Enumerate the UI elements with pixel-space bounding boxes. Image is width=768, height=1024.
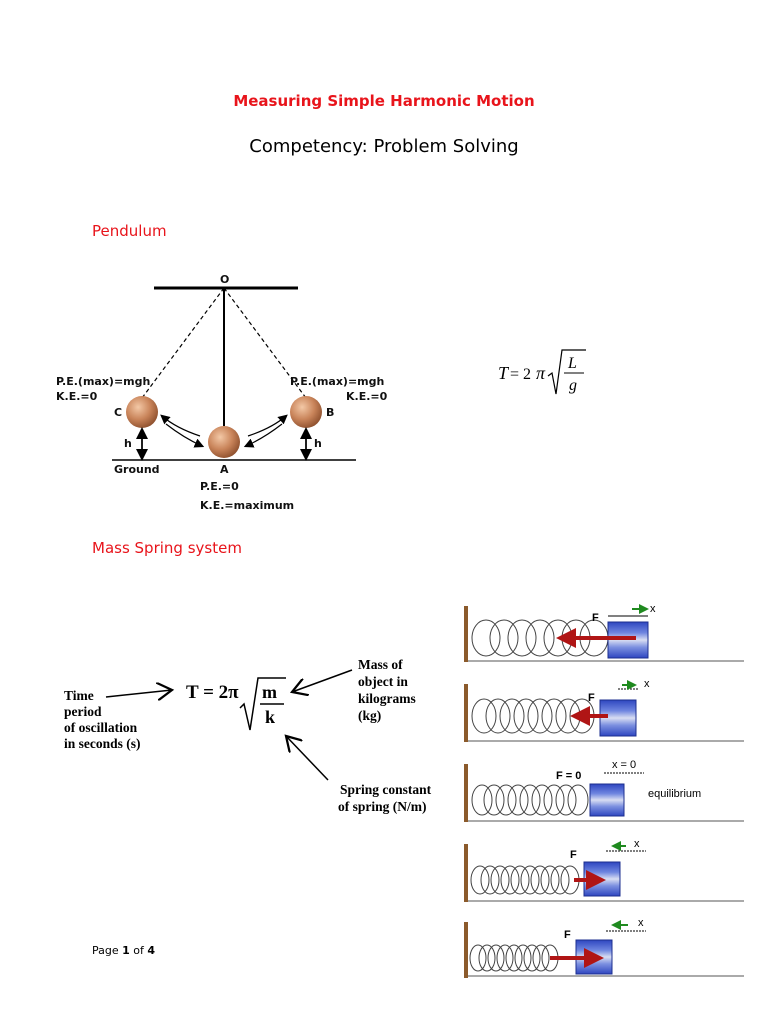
- force-label: F: [588, 692, 595, 704]
- time-pointer-arrow: [105, 690, 172, 697]
- formula-lhs: T = 2π: [186, 682, 239, 703]
- swing-arrow: [247, 414, 288, 437]
- spring-coils: [471, 698, 595, 734]
- force-label: F: [570, 849, 577, 861]
- wall: [464, 684, 468, 742]
- spring-panels: F x F x F = 0 x =: [464, 603, 744, 978]
- label-spring-line: Spring constant: [340, 782, 432, 797]
- wall: [464, 844, 468, 902]
- left-energy-ke: K.E.=0: [56, 390, 98, 403]
- label-time-line: Time: [64, 688, 94, 703]
- bottom-energy-ke: K.E.=maximum: [200, 499, 294, 512]
- pivot-label: O: [220, 273, 229, 286]
- swing-arrow: [243, 423, 283, 448]
- pendulum-period-formula: T = 2 π L g: [498, 349, 586, 395]
- footer-middle: of: [129, 944, 148, 957]
- spring-panel-stretched-partial: F x: [464, 678, 744, 742]
- mass-pointer-arrow: [292, 669, 353, 692]
- spring-panel-compressed-max: F x: [464, 917, 744, 978]
- label-a: A: [220, 463, 229, 476]
- label-b: B: [326, 406, 334, 419]
- mass-block: [589, 783, 625, 817]
- bob-a: [208, 426, 240, 458]
- label-time-line: period: [64, 704, 102, 719]
- page-footer: Page 1 of 4: [92, 944, 155, 957]
- right-energy-pe: P.E.(max)=mgh: [290, 375, 384, 388]
- displacement-label: x: [650, 603, 656, 615]
- label-c: C: [114, 406, 122, 419]
- displacement-label: x = 0: [612, 759, 636, 771]
- wall: [464, 764, 468, 822]
- formula-numerator: L: [567, 355, 577, 372]
- height-label-right: h: [314, 437, 322, 450]
- height-label-left: h: [124, 437, 132, 450]
- label-mass-line: Mass of: [358, 657, 403, 672]
- right-energy-ke: K.E.=0: [346, 390, 388, 403]
- spring-panel-equilibrium: F = 0 x = 0 equilibrium: [464, 759, 744, 822]
- label-time-line: in seconds (s): [64, 736, 141, 751]
- section-heading-mass-spring: Mass Spring system: [92, 539, 242, 557]
- label-spring-line: of spring (N/m): [338, 799, 427, 814]
- formula-numerator: m: [262, 682, 277, 702]
- swing-arrow: [160, 414, 201, 437]
- bottom-energy-pe: P.E.=0: [200, 480, 239, 493]
- wall: [464, 922, 468, 978]
- bob-c: [126, 396, 158, 428]
- wall: [464, 606, 468, 662]
- spring-pointer-arrow: [286, 736, 329, 781]
- equilibrium-label: equilibrium: [648, 788, 701, 800]
- displacement-label: x: [638, 917, 644, 929]
- bob-b: [290, 396, 322, 428]
- mass-spring-formula-diagram: Time period of oscillation in seconds (s…: [64, 657, 432, 814]
- footer-total-pages: 4: [147, 944, 156, 957]
- formula-denominator: k: [265, 707, 275, 727]
- left-energy-pe: P.E.(max)=mgh: [56, 375, 150, 388]
- force-label: F: [592, 612, 599, 624]
- sqrt-sign: [239, 677, 286, 731]
- footer-page-number: 1: [122, 944, 130, 957]
- swing-arrow: [165, 423, 205, 448]
- label-mass-line: kilograms: [358, 691, 416, 706]
- displacement-label: x: [634, 838, 640, 850]
- spring-coils: [470, 865, 580, 895]
- document-title: Measuring Simple Harmonic Motion: [233, 92, 535, 110]
- formula-denominator: g: [569, 377, 577, 394]
- formula-coefficient: = 2: [510, 366, 531, 383]
- document-subtitle: Competency: Problem Solving: [249, 136, 519, 157]
- spring-coils: [471, 784, 589, 816]
- force-label: F: [564, 929, 571, 941]
- pendulum-diagram: O P.E.(max)=mgh K.E.=0 P.E.(max)=mgh K.E…: [56, 273, 388, 512]
- label-time-line: of oscillation: [64, 720, 138, 735]
- string-left: [141, 287, 225, 399]
- formula-pi: π: [536, 363, 546, 383]
- spring-panel-compressed-partial: F x: [464, 838, 744, 902]
- section-heading-pendulum: Pendulum: [92, 222, 167, 240]
- label-mass-line: object in: [358, 674, 408, 689]
- footer-prefix: Page: [92, 944, 123, 957]
- sqrt-sign: [547, 349, 586, 395]
- spring-panel-stretched-max: F x: [464, 603, 744, 662]
- ground-label: Ground: [114, 463, 160, 476]
- formula-lhs: T: [498, 363, 510, 383]
- spring-coils: [469, 944, 559, 972]
- string-right: [223, 287, 307, 399]
- label-mass-line: (kg): [358, 708, 381, 723]
- displacement-label: x: [644, 678, 650, 690]
- force-label: F = 0: [556, 770, 581, 782]
